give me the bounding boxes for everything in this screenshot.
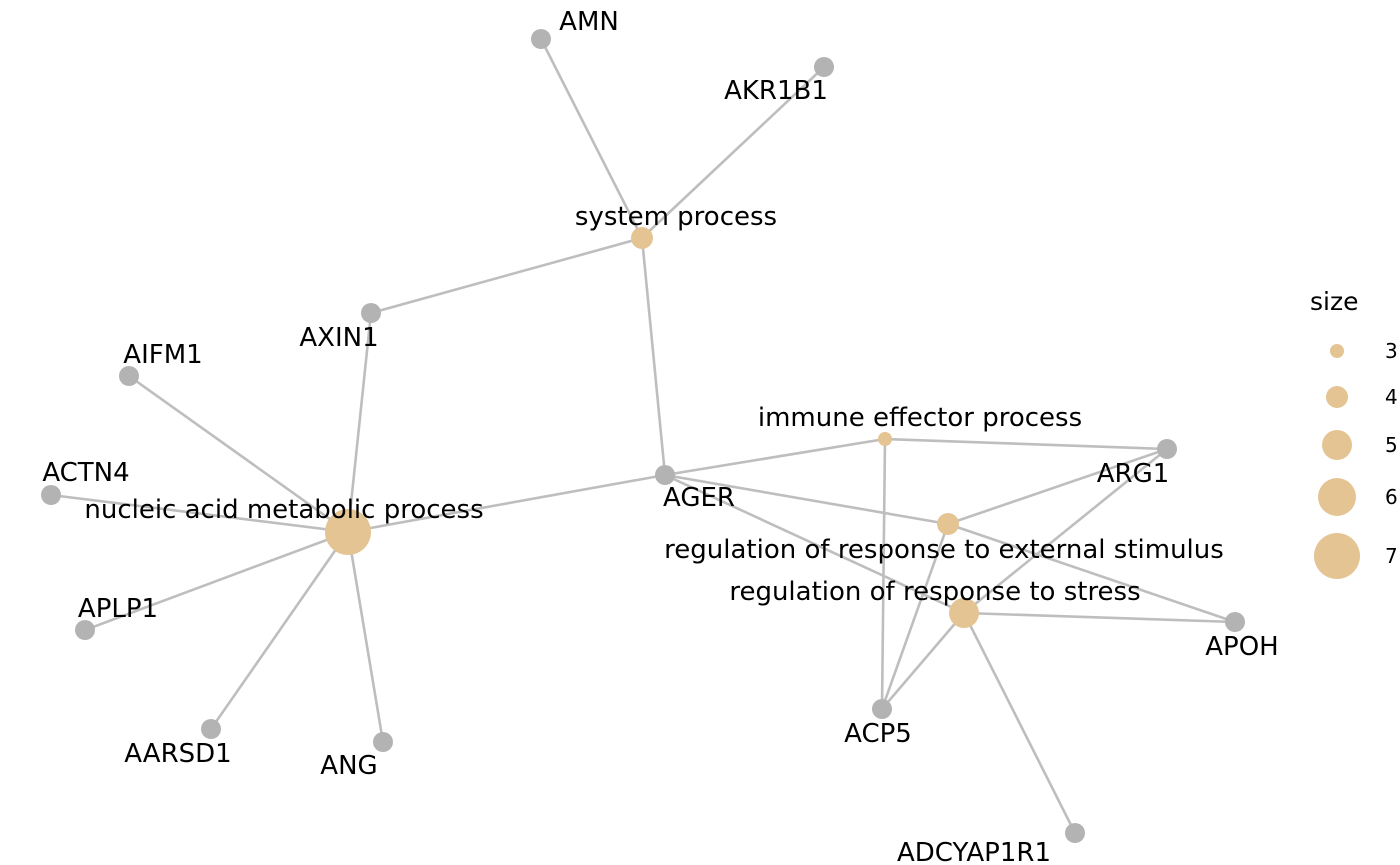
gene-label-apoh: APOH [1205, 632, 1278, 662]
gene-label-adcyap1r1: ADCYAP1R1 [897, 838, 1051, 865]
edge-ager-regulation-ext [664, 473, 949, 526]
term-label-system-process: system process [575, 202, 777, 232]
edge-aplp1-nucleic-acid-metabolic-process [84, 530, 349, 632]
gene-label-aplp1: APLP1 [78, 594, 158, 624]
edge-ager-system-process [640, 237, 667, 476]
gene-node-acp5 [872, 699, 892, 719]
gene-label-actn4: ACTN4 [42, 458, 129, 488]
edge-apoh-regulation-stress [963, 611, 1236, 624]
gene-label-ager: AGER [663, 483, 735, 513]
size-legend: size 3 4 5 6 7 [1310, 287, 1398, 579]
edge-acp5-regulation-stress [881, 612, 965, 710]
gene-node-ager [655, 465, 675, 485]
edge-ager-nucleic-acid-metabolic-process [347, 473, 666, 534]
network-labels: system process immune effector process nuc… [42, 7, 1278, 865]
term-node-immune-effector-process [878, 432, 892, 446]
gene-node-arg1 [1157, 439, 1177, 459]
term-node-nucleic-acid-metabolic-process [325, 509, 371, 555]
gene-node-amn [531, 29, 551, 49]
edge-aifm1-nucleic-acid-metabolic-process [128, 374, 349, 534]
gene-label-arg1: ARG1 [1097, 459, 1170, 489]
network-nodes [41, 29, 1245, 843]
legend-key-5 [1322, 430, 1352, 460]
edge-ager-regulation-stress [664, 473, 965, 615]
gene-node-adcyap1r1 [1065, 823, 1085, 843]
gene-node-aifm1 [119, 366, 139, 386]
edge-arg1-regulation-stress [963, 447, 1168, 615]
term-node-regulation-ext [937, 513, 959, 535]
legend-key-6 [1318, 478, 1356, 516]
gene-label-acp5: ACP5 [844, 719, 912, 749]
gene-node-aarsd1 [201, 719, 221, 739]
legend-label-4: 4 [1385, 385, 1398, 409]
term-label-regulation-ext: regulation of response to external stimu… [664, 535, 1224, 565]
gene-label-aarsd1: AARSD1 [124, 739, 231, 769]
legend-label-6: 6 [1385, 485, 1398, 509]
edge-apoh-regulation-ext [947, 522, 1236, 624]
edge-ang-nucleic-acid-metabolic-process [346, 531, 385, 743]
edge-acp5-immune-effector-process [880, 438, 887, 710]
gene-node-axin1 [361, 303, 381, 323]
gene-label-aifm1: AIFM1 [123, 340, 202, 370]
edge-aarsd1-nucleic-acid-metabolic-process [209, 531, 350, 730]
network-edges [50, 38, 1236, 834]
gene-node-aplp1 [75, 620, 95, 640]
legend-title: size [1310, 287, 1358, 316]
edge-ager-immune-effector-process [664, 437, 886, 477]
legend-key-7 [1314, 533, 1360, 579]
gene-node-apoh [1225, 612, 1245, 632]
term-label-nucleic-acid-metabolic-process: nucleic acid metabolic process [84, 495, 483, 525]
legend-label-3: 3 [1385, 339, 1398, 363]
edge-arg1-immune-effector-process [884, 437, 1168, 451]
gene-node-akr1b1 [814, 57, 834, 77]
edge-akr1b1-system-process [641, 66, 825, 239]
gene-label-ang: ANG [320, 751, 377, 781]
edge-axin1-system-process [370, 236, 643, 315]
term-label-regulation-stress: regulation of response to stress [729, 577, 1140, 607]
legend-key-4 [1326, 386, 1348, 408]
edge-adcyap1r1-regulation-stress [962, 612, 1077, 834]
edge-axin1-nucleic-acid-metabolic-process [346, 312, 373, 533]
gene-label-amn: AMN [559, 7, 619, 37]
edge-arg1-regulation-ext [947, 447, 1168, 526]
term-node-system-process [631, 227, 653, 249]
gene-label-axin1: AXIN1 [299, 323, 378, 353]
legend-label-5: 5 [1385, 433, 1398, 457]
term-node-regulation-stress [949, 598, 979, 628]
legend-key-3 [1330, 344, 1344, 358]
gene-node-ang [373, 732, 393, 752]
term-label-immune-effector-process: immune effector process [758, 403, 1082, 433]
legend-label-7: 7 [1385, 544, 1398, 568]
edge-acp5-regulation-ext [880, 523, 950, 710]
edge-amn-system-process [539, 38, 644, 239]
gene-node-actn4 [41, 485, 61, 505]
gene-label-akr1b1: AKR1B1 [724, 76, 828, 106]
edge-actn4-nucleic-acid-metabolic-process [50, 493, 349, 534]
